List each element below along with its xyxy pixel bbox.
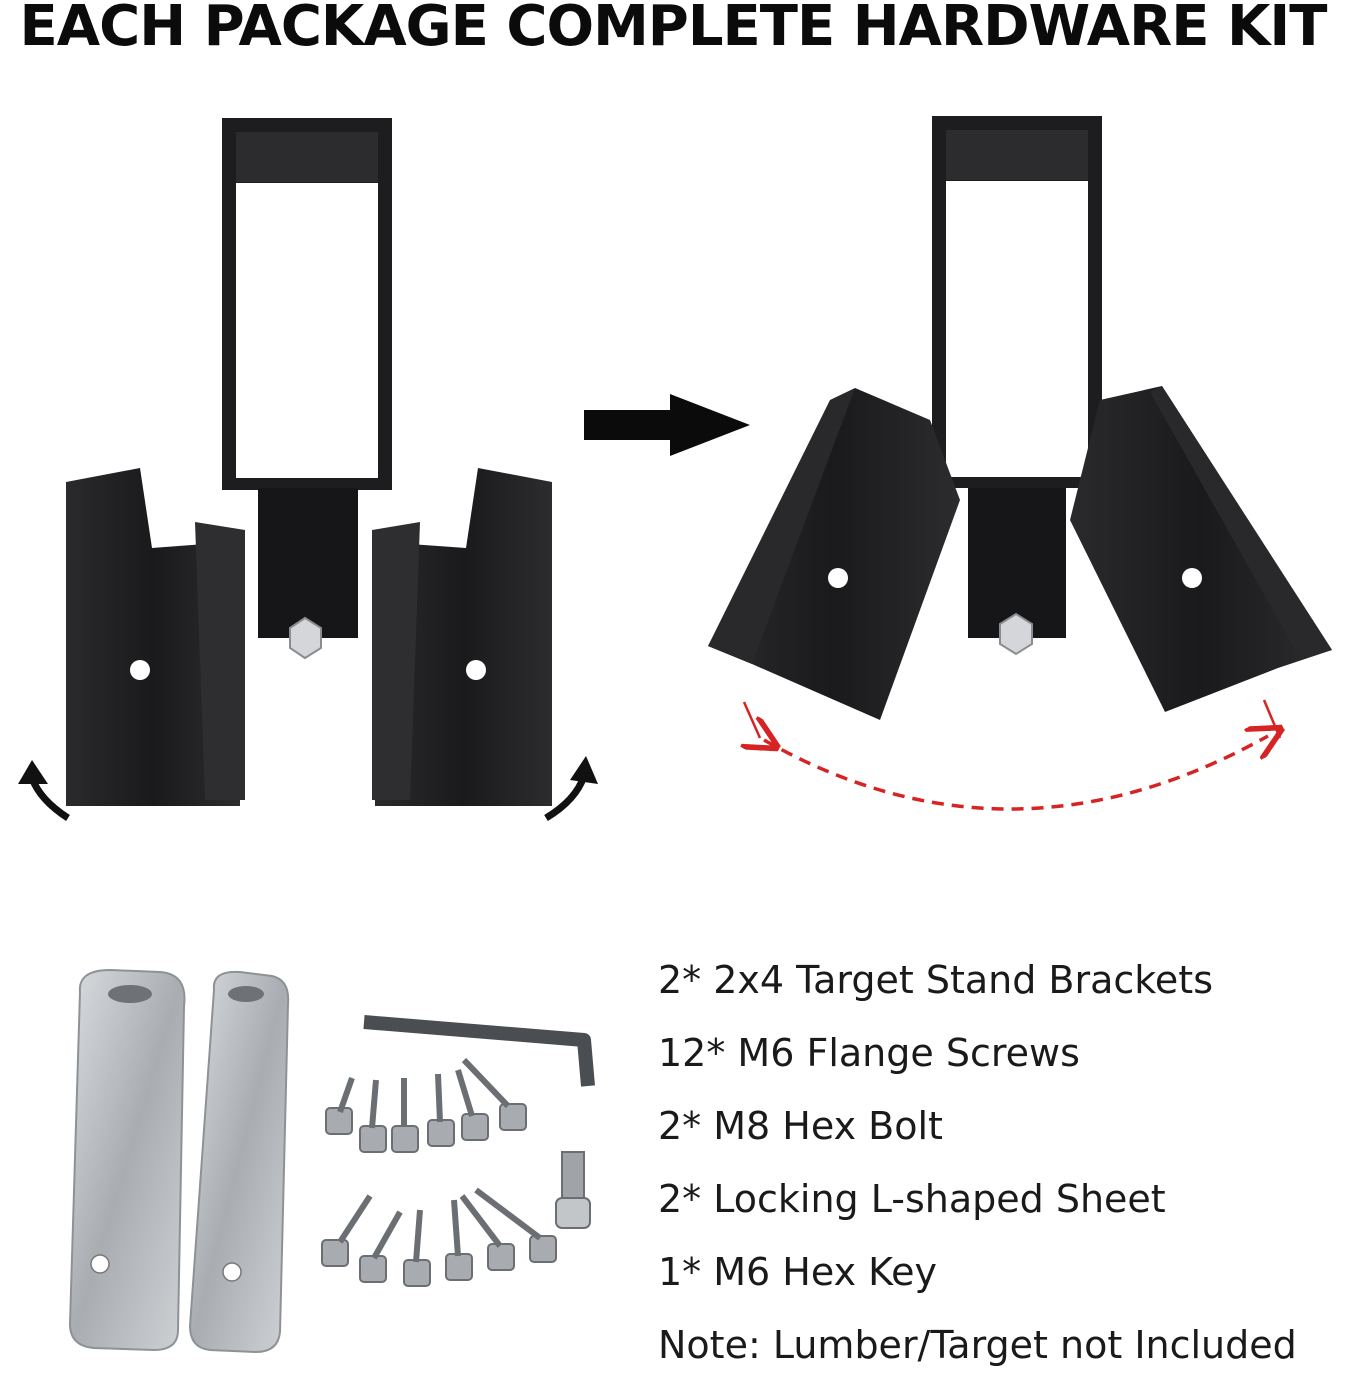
hardware-parts-icon — [68, 968, 595, 1354]
list-item: 1* M6 Hex Key — [658, 1250, 938, 1294]
list-item: 2* 2x4 Target Stand Brackets — [658, 958, 1214, 1002]
arrow-right-icon — [584, 394, 750, 456]
hardware-contents-list: 2* 2x4 Target Stand Brackets 12* M6 Flan… — [658, 944, 1346, 1382]
page-title: EACH PACKAGE COMPLETE HARDWARE KIT — [19, 0, 1328, 59]
bracket-folded-icon — [18, 118, 598, 822]
rotation-arc-icon — [744, 699, 1280, 811]
list-item: 2* M8 Hex Bolt — [658, 1104, 943, 1148]
note-text: Note: Lumber/Target not Included — [658, 1323, 1297, 1367]
bracket-opened-icon — [708, 116, 1332, 720]
list-item: 12* M6 Flange Screws — [658, 1031, 1080, 1075]
list-item: 2* Locking L-shaped Sheet — [658, 1177, 1166, 1221]
